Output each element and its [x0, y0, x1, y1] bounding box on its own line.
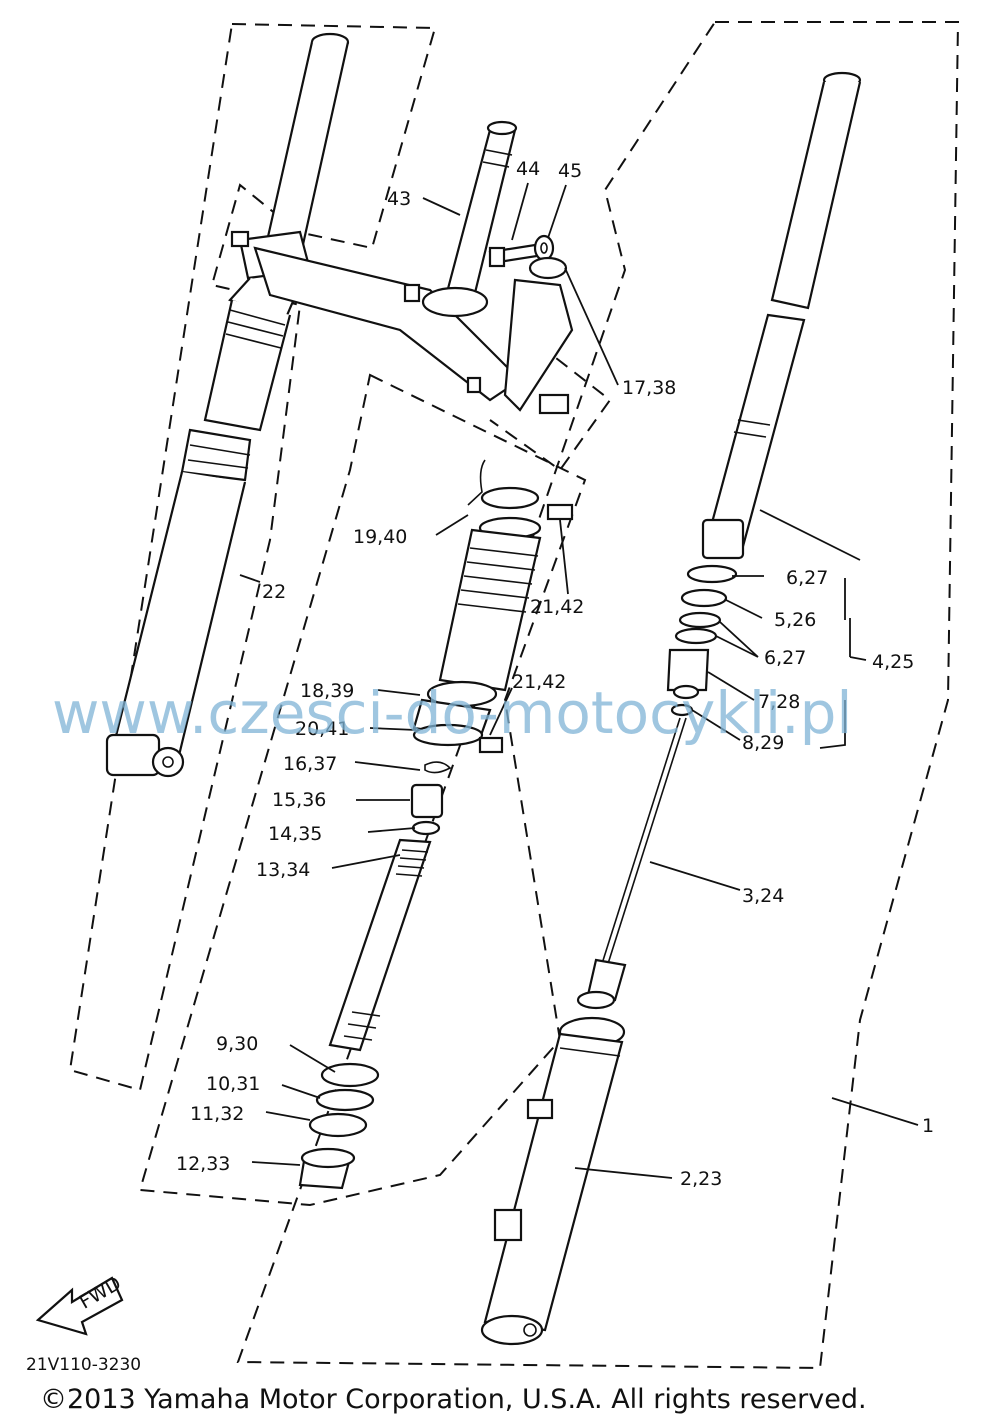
- callout-3-24: 3,24: [742, 885, 784, 907]
- bolt-44: [488, 243, 539, 268]
- left-fork-tube: [105, 32, 350, 778]
- callout-5-26: 5,26: [774, 609, 816, 631]
- callout-11-32: 11,32: [190, 1103, 244, 1125]
- callout-45: 45: [558, 160, 582, 182]
- callout-21-42-top: 21,42: [530, 596, 584, 618]
- bracket-boundary: [489, 329, 612, 472]
- right-assembly-boundary: [236, 21, 960, 1370]
- washer-45: [533, 234, 555, 262]
- callout-20-41: 20,41: [295, 718, 349, 740]
- center-fork-parts: [298, 459, 574, 1190]
- callout-7-28: 7,28: [758, 691, 800, 713]
- callout-1: 1: [922, 1115, 934, 1137]
- watermark-text: www.czesci-do-motocykli.pl: [52, 679, 853, 747]
- callout-10-31: 10,31: [206, 1073, 260, 1095]
- callout-18-39: 18,39: [300, 680, 354, 702]
- callout-8-29: 8,29: [742, 732, 784, 754]
- fwd-arrow-icon: FWD: [35, 1272, 125, 1336]
- leader-lines: [239, 182, 919, 1179]
- callout-43: 43: [387, 188, 411, 210]
- callout-21-42-bottom: 21,42: [512, 671, 566, 693]
- right-fork-parts: [480, 71, 862, 1346]
- callout-17-38: 17,38: [622, 377, 676, 399]
- callout-14-35: 14,35: [268, 823, 322, 845]
- callout-2-23: 2,23: [680, 1168, 722, 1190]
- left-assembly-boundary: [68, 22, 437, 1092]
- center-assembly-boundary: [138, 373, 587, 1207]
- callout-15-36: 15,36: [272, 789, 326, 811]
- copyright-notice: ©2013 Yamaha Motor Corporation, U.S.A. A…: [40, 1384, 867, 1415]
- callout-19-40: 19,40: [353, 526, 407, 548]
- diagram-code: 21V110-3230: [26, 1355, 141, 1375]
- cap-and-clamp: [503, 256, 574, 415]
- callout-16-37: 16,37: [283, 753, 337, 775]
- callout-6-27-top: 6,27: [786, 567, 828, 589]
- callout-9-30: 9,30: [216, 1033, 258, 1055]
- triple-clamp: [230, 120, 522, 402]
- callout-6-27-bottom: 6,27: [764, 647, 806, 669]
- callout-13-34: 13,34: [256, 859, 310, 881]
- callout-4-25: 4,25: [872, 651, 914, 673]
- callout-22: 22: [262, 581, 286, 603]
- callout-12-33: 12,33: [176, 1153, 230, 1175]
- callout-44: 44: [516, 158, 540, 180]
